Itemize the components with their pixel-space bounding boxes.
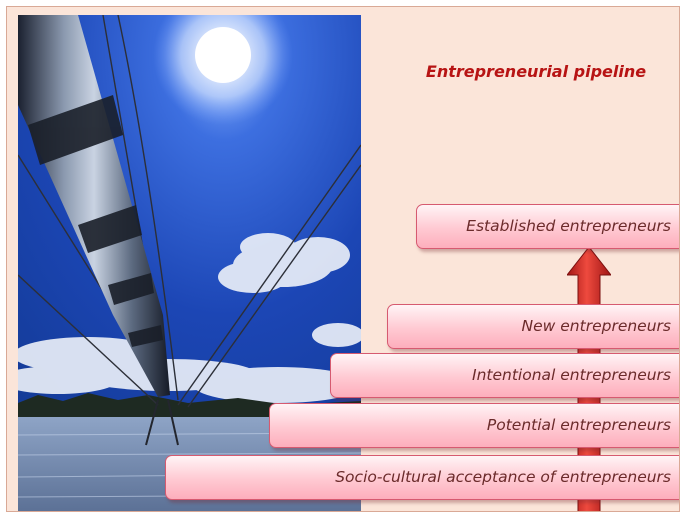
stage-intentional-entrepreneurs: Intentional entrepreneurs	[330, 353, 679, 398]
stage-potential-entrepreneurs: Potential entrepreneurs	[269, 403, 679, 448]
slide: Entrepreneurial pipeline Established ent…	[6, 6, 680, 512]
diagram-title: Entrepreneurial pipeline	[425, 62, 647, 81]
stage-established-entrepreneurs: Established entrepreneurs	[416, 204, 679, 249]
stage-new-entrepreneurs: New entrepreneurs	[387, 304, 679, 349]
stage-socio-cultural-acceptance: Socio-cultural acceptance of entrepreneu…	[165, 455, 679, 500]
